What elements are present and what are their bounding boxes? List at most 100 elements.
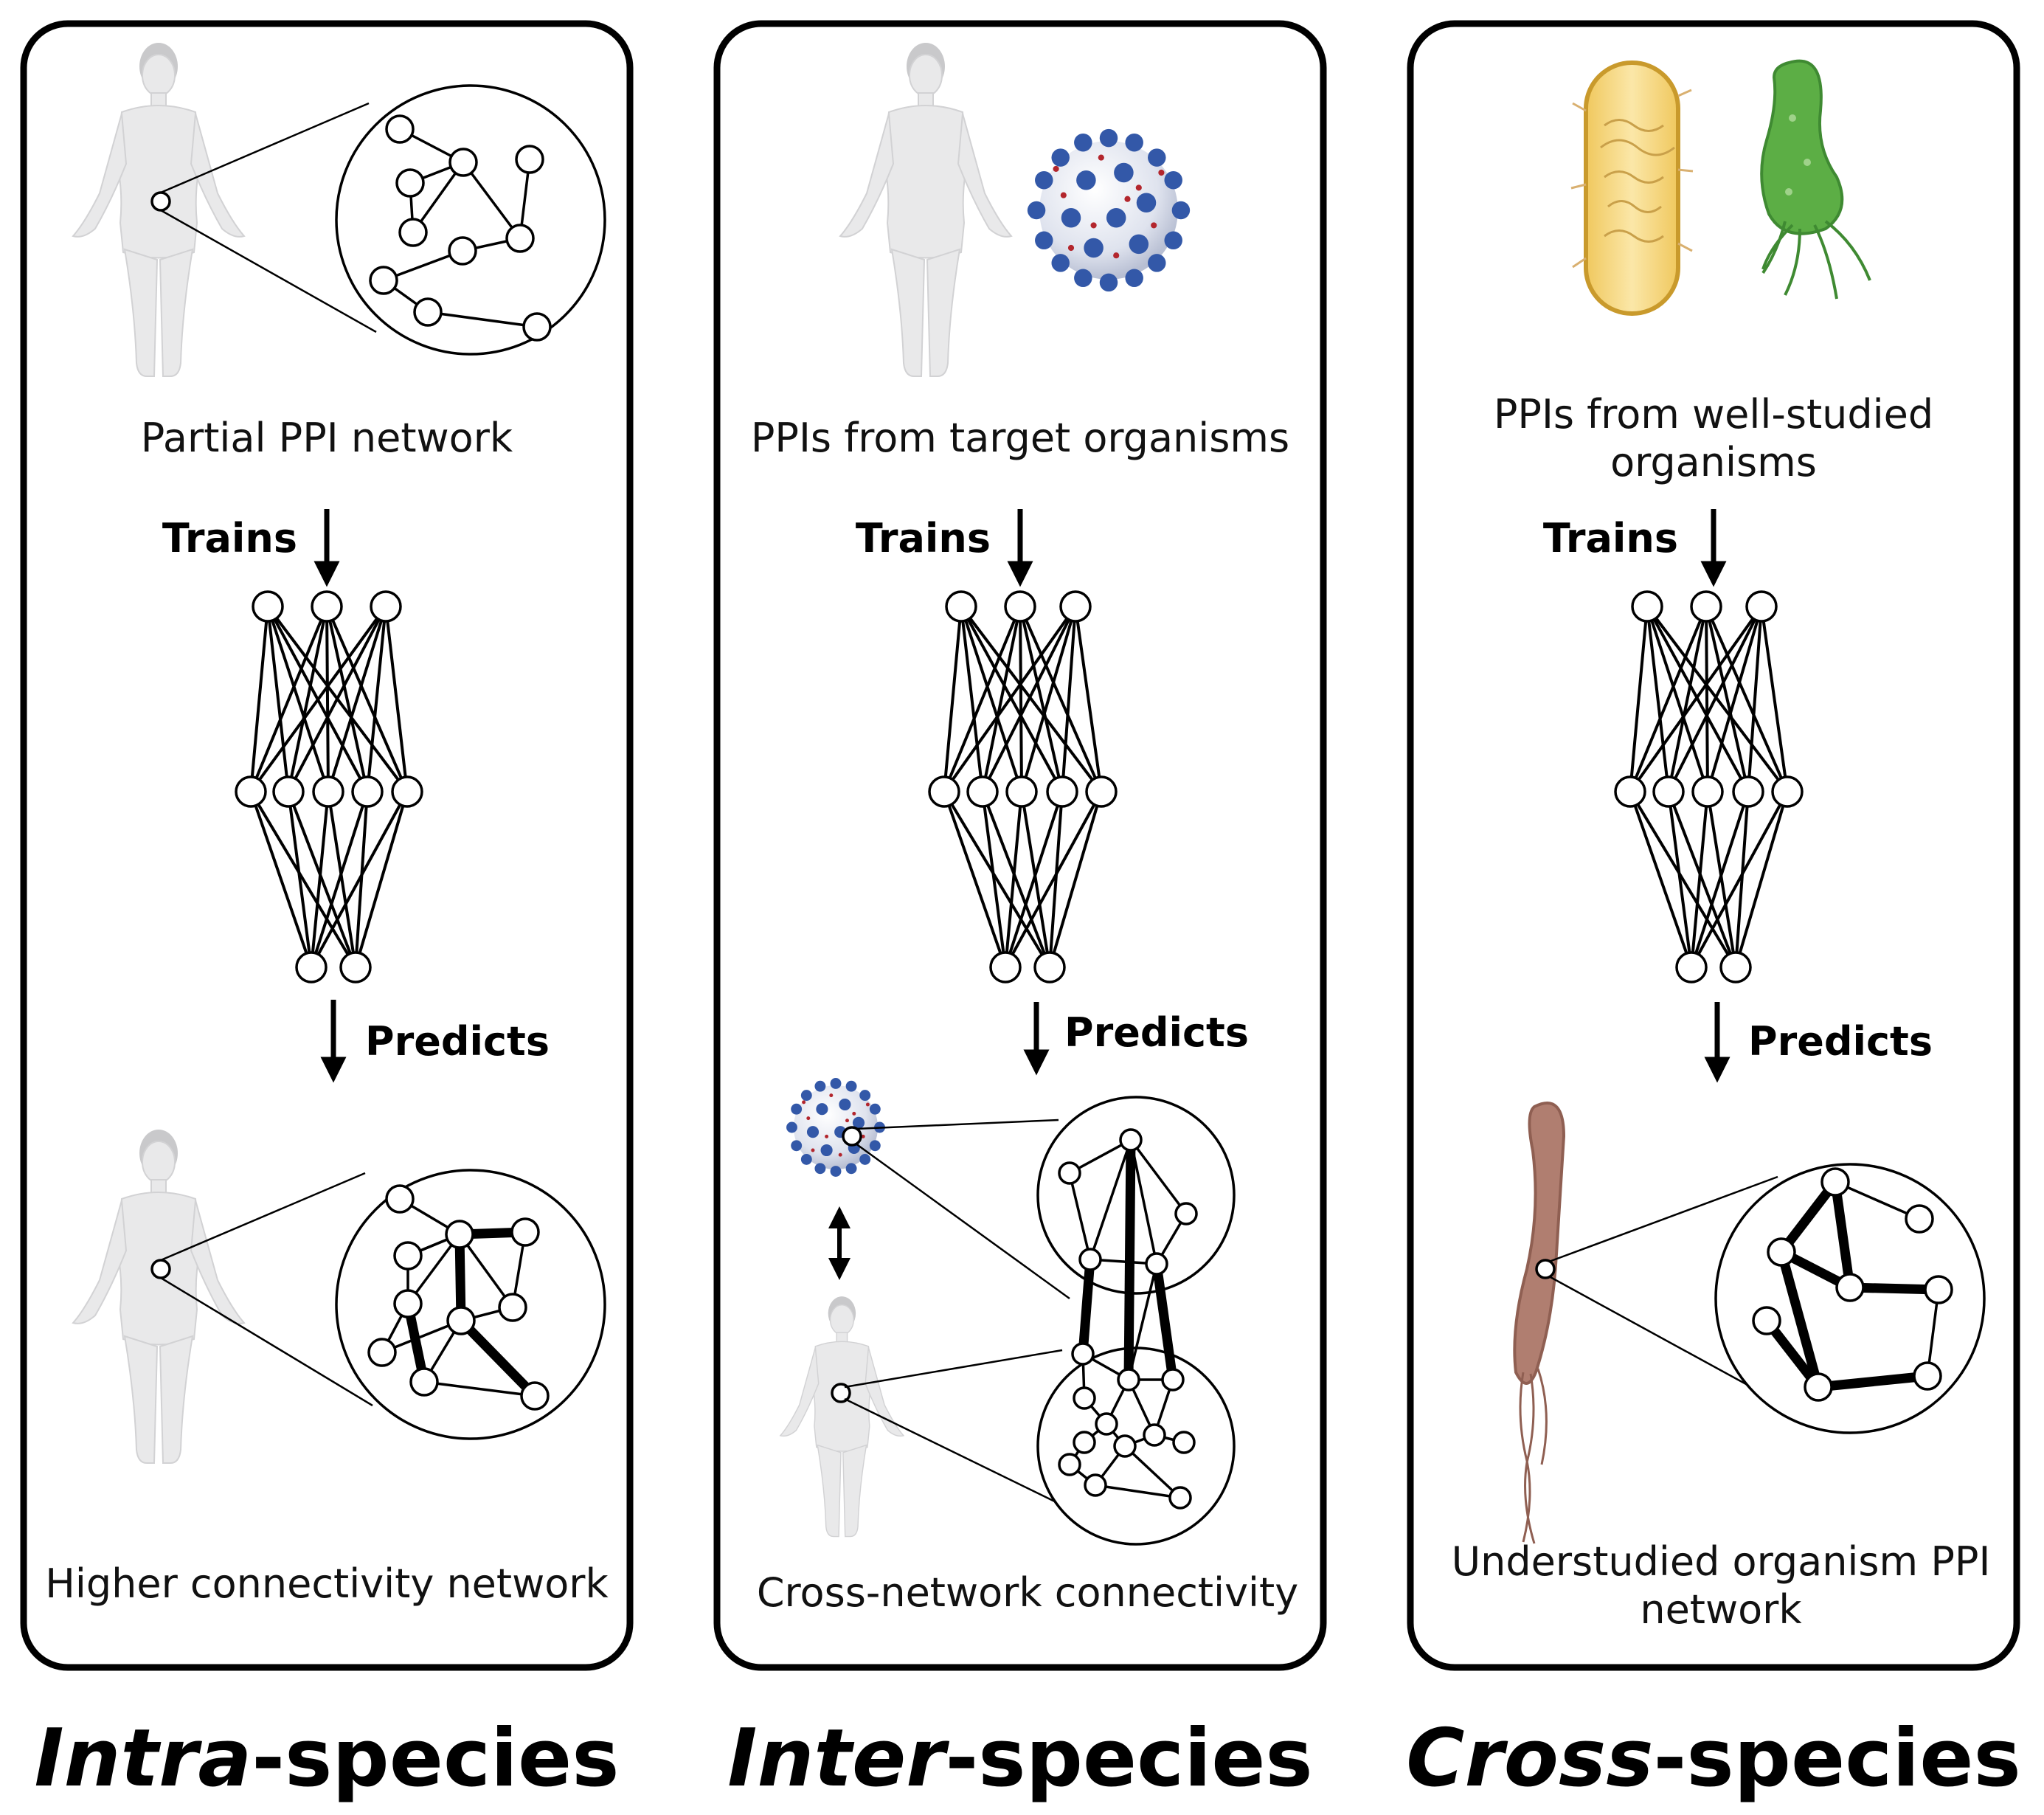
bottom-caption: Higher connectivity network	[45, 1560, 609, 1607]
nn-node	[312, 775, 344, 808]
nn-node	[966, 775, 999, 808]
nn-connection	[943, 605, 1077, 793]
nn-node	[272, 775, 305, 808]
nn-connection	[1048, 791, 1103, 968]
top-caption-line-2: organisms	[1610, 439, 1817, 485]
partial-ppi-network	[369, 114, 552, 342]
nn-node	[989, 951, 1022, 983]
nn-connection	[1705, 606, 1789, 792]
predicts-label: Predicts	[365, 1018, 550, 1065]
nn-connection	[354, 791, 409, 968]
nn-connection	[249, 606, 328, 792]
nn-node	[1614, 775, 1646, 808]
nn-connection	[1667, 791, 1737, 968]
nn-connection	[1734, 791, 1750, 968]
panel-inter: PPIs from target organisms Trains Predic…	[713, 20, 1327, 1671]
nn-connection	[287, 606, 387, 792]
nn-connection	[249, 790, 357, 969]
higher-connectivity-zoom	[335, 1169, 606, 1440]
title-emph: Inter	[727, 1712, 949, 1805]
rod-bacterium-illustration	[1570, 60, 1694, 316]
nn-connection	[1629, 791, 1693, 968]
nn-connection	[266, 606, 290, 792]
predicts-label: Predicts	[1748, 1018, 1933, 1065]
nn-connection	[1629, 605, 1763, 793]
neural-network	[928, 590, 1118, 983]
nn-connection	[287, 606, 328, 792]
zoom-origin	[842, 1126, 862, 1147]
nn-connection	[1690, 791, 1709, 968]
nn-connection	[325, 606, 369, 792]
trains-label: Trains	[1543, 515, 1678, 561]
nn-connection	[960, 606, 984, 792]
nn-node	[391, 775, 423, 808]
nn-node	[295, 951, 328, 983]
nn-node	[1059, 590, 1092, 623]
nn-connection	[1019, 606, 1023, 792]
understudied-ppi-network	[1752, 1167, 1953, 1402]
nn-node	[1085, 775, 1118, 808]
nn-connection	[960, 606, 1064, 792]
nn-connection	[1705, 606, 1709, 792]
nn-node	[351, 775, 384, 808]
nn-node	[311, 590, 343, 623]
nn-connection	[249, 606, 269, 792]
nn-node	[370, 590, 402, 623]
panel-frame	[1407, 20, 2020, 1671]
nn-connection	[249, 791, 313, 968]
nn-connection	[1019, 606, 1064, 792]
nn-node	[1691, 775, 1724, 808]
title-cross-species: Cross-species	[1406, 1712, 2021, 1805]
nn-node	[235, 775, 267, 808]
title-rest: -species	[252, 1712, 619, 1805]
nn-connection	[960, 605, 1103, 793]
nn-connection	[1667, 606, 1763, 792]
nn-node	[1690, 590, 1722, 623]
nn-connection	[1706, 791, 1737, 968]
nn-connection	[1020, 791, 1051, 968]
top-caption: Partial PPI network	[141, 415, 513, 461]
nn-node	[1631, 590, 1663, 623]
nn-node	[1046, 775, 1078, 808]
nn-connection	[1646, 606, 1670, 792]
nn-connection	[1667, 606, 1708, 792]
trains-label: Trains	[162, 515, 297, 561]
nn-node	[1745, 590, 1778, 623]
nn-connection	[1646, 606, 1750, 792]
nn-node	[1719, 951, 1752, 983]
nn-connection	[266, 606, 330, 792]
nn-node	[1005, 775, 1038, 808]
nn-connection	[1705, 606, 1750, 792]
nn-connection	[310, 791, 369, 968]
neural-network	[1614, 590, 1804, 983]
nn-connection	[1020, 606, 1077, 792]
nn-connection	[325, 606, 330, 792]
nn-connection	[287, 791, 313, 968]
nn-connection	[1747, 606, 1763, 792]
zoom-origin	[150, 191, 171, 212]
trains-label: Trains	[856, 515, 991, 561]
zoom-origin	[831, 1383, 851, 1403]
nn-connection	[943, 791, 1007, 968]
nn-connection	[325, 606, 409, 792]
nn-connection	[960, 606, 1023, 792]
nn-connection	[981, 606, 1022, 792]
helical-bacterium-illustration	[1760, 59, 1871, 300]
nn-connection	[366, 606, 387, 792]
predicts-label: Predicts	[1064, 1009, 1249, 1056]
nn-connection	[1019, 606, 1103, 792]
cross-network	[1058, 1128, 1198, 1510]
nn-node	[339, 951, 372, 983]
nn-connection	[1646, 605, 1789, 793]
nn-connection	[1629, 606, 1649, 792]
nn-connection	[384, 606, 409, 792]
nn-node	[252, 590, 284, 623]
nn-connection	[1048, 791, 1064, 968]
nn-connection	[1706, 606, 1763, 792]
nn-connection	[1004, 791, 1064, 968]
bottom-caption: Cross-network connectivity	[757, 1569, 1298, 1616]
nn-connection	[287, 791, 357, 968]
nn-node	[1652, 775, 1685, 808]
nn-node	[1771, 775, 1804, 808]
nn-connection	[981, 791, 1007, 968]
